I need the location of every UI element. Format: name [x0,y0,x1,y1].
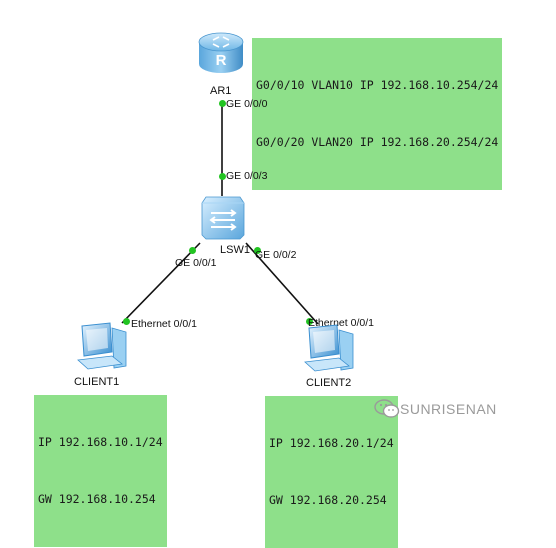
client1-note: IP 192.168.10.1/24 GW 192.168.10.254 [34,395,167,547]
client2-note-line-2: GW 192.168.20.254 [269,493,387,507]
client1-note-line-1: IP 192.168.10.1/24 [38,435,163,449]
port-label-lsw1-ge003: GE 0/0/3 [226,170,268,182]
client2-note-line-1: IP 192.168.20.1/24 [269,436,394,450]
svg-text:R: R [216,52,227,69]
pc-icon[interactable] [303,324,357,374]
wechat-icon [374,399,400,418]
router-note-line-1: G0/0/10 VLAN10 IP 192.168.10.254/24 [256,78,499,92]
client1-name: CLIENT1 [74,376,120,388]
link-dot [254,247,261,254]
router-note: G0/0/10 VLAN10 IP 192.168.10.254/24 G0/0… [252,38,503,190]
link-lsw1-client2 [245,242,319,325]
router-name: AR1 [210,85,232,97]
pc-icon[interactable] [76,322,130,372]
port-label-client1-eth: Ethernet 0/0/1 [131,318,197,330]
client1-note-line-2: GW 192.168.10.254 [38,492,156,506]
link-lsw1-client1 [121,242,201,324]
link-dot [219,173,226,180]
link-dot [306,318,313,325]
topology-diagram: R AR1 G0/0/10 VLAN10 IP 192.168.10.254/2… [34,30,503,548]
client2-name: CLIENT2 [306,377,352,389]
watermark-text: SUNRISENAN [400,401,497,417]
router-note-line-2: G0/0/20 VLAN20 IP 192.168.20.254/24 [256,135,499,149]
port-label-ar1-ge000: GE 0/0/0 [226,98,268,110]
port-label-lsw1-ge001: GE 0/0/1 [175,257,217,269]
switch-name: LSW1 [220,244,250,256]
link-dot [219,100,226,107]
link-dot [123,318,130,325]
router-icon[interactable]: R [196,30,246,76]
link-dot [189,247,196,254]
switch-icon[interactable] [198,193,248,243]
links-layer [121,103,319,325]
port-label-lsw1-ge002: GE 0/0/2 [255,249,297,261]
